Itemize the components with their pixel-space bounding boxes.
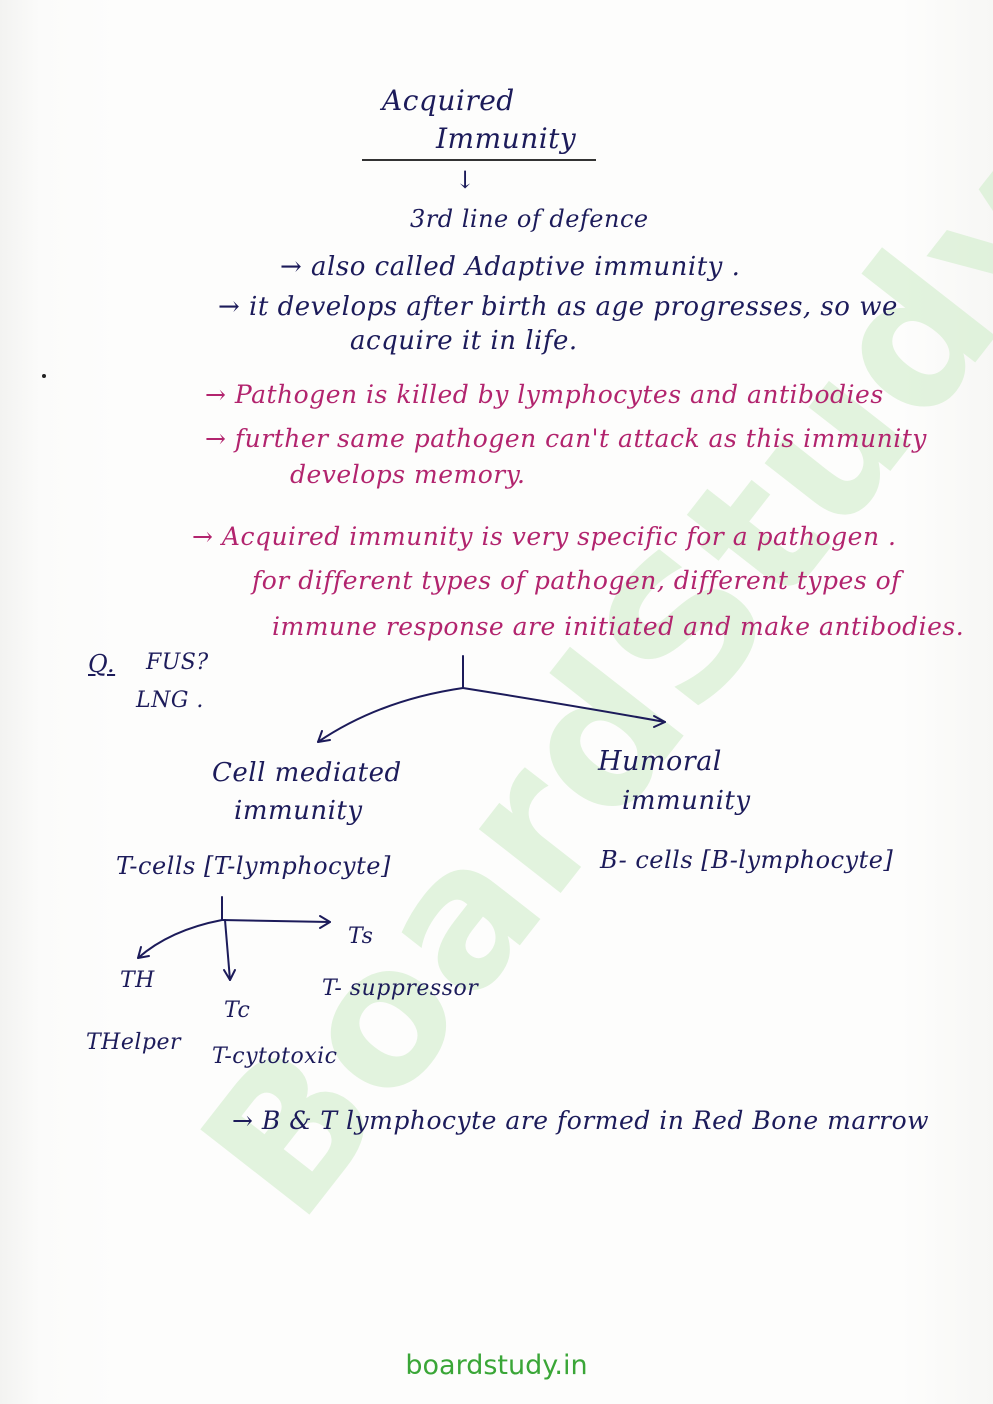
question-line-1: FUS? (146, 650, 209, 675)
note-specific-1: → Acquired immunity is very specific for… (192, 522, 897, 551)
note-memory-1: → further same pathogen can't attack as … (205, 424, 927, 453)
t-cytotoxic-label: T-cytotoxic (212, 1044, 338, 1069)
note-pathogen-killed: → Pathogen is killed by lymphocytes and … (205, 380, 884, 409)
title-line-1: Acquired (382, 84, 515, 117)
t-cells-label: T-cells [T-lymphocyte] (116, 852, 391, 880)
humoral-line-2: immunity (622, 786, 751, 816)
question-line-2: LNG . (136, 688, 204, 713)
note-memory-2: develops memory. (290, 460, 526, 489)
th-label: TH (120, 968, 155, 993)
subtitle: 3rd line of defence (410, 205, 649, 233)
note-specific-2: for different types of pathogen, differe… (252, 566, 901, 595)
note-develops-1: → it develops after birth as age progres… (218, 292, 898, 322)
title-underline (362, 159, 596, 161)
b-cells-label: B- cells [B-lymphocyte] (600, 846, 894, 874)
tc-label: Tc (224, 998, 251, 1023)
ts-label: Ts (348, 924, 374, 949)
footer-link[interactable]: boardstudy.in (405, 1350, 588, 1381)
note-adaptive: → also called Adaptive immunity . (280, 252, 741, 282)
note-bone-marrow: → B & T lymphocyte are formed in Red Bon… (232, 1106, 930, 1135)
ink-speck (42, 374, 46, 378)
note-specific-3: immune response are initiated and make a… (272, 612, 965, 641)
t-helper-label: THelper (86, 1030, 182, 1055)
down-arrow: ↓ (455, 166, 476, 194)
t-suppressor-label: T- suppressor (322, 976, 479, 1001)
humoral-line-1: Humoral (598, 746, 722, 777)
cell-mediated-line-1: Cell mediated (212, 758, 402, 788)
note-develops-2: acquire it in life. (350, 326, 578, 356)
cell-mediated-line-2: immunity (234, 796, 363, 826)
question-mark: Q. (88, 650, 116, 678)
title-line-2: Immunity (436, 122, 577, 155)
